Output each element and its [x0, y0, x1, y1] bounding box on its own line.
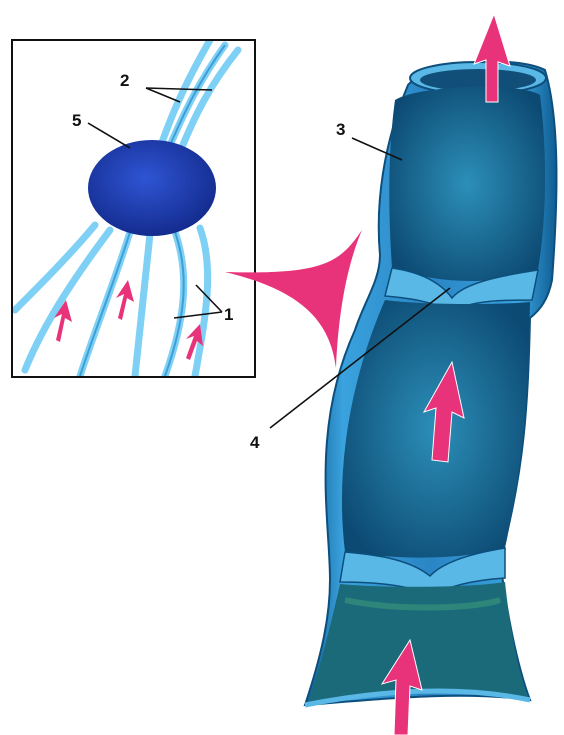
upper-chamber	[389, 87, 545, 281]
label-four: 4	[250, 433, 260, 452]
label-one: 1	[224, 305, 233, 324]
label-five: 5	[72, 111, 81, 130]
label-three: 3	[336, 120, 345, 139]
lymph-node	[88, 140, 216, 236]
inset-panel	[12, 40, 255, 377]
label-two: 2	[120, 71, 129, 90]
